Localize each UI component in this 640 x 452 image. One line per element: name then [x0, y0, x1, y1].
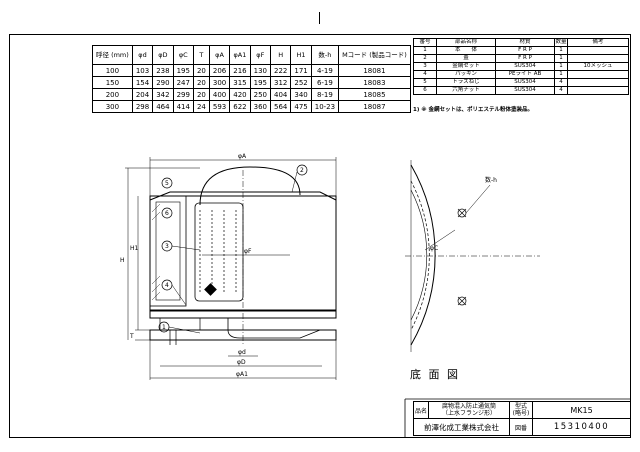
callout-6: 6 [165, 210, 169, 217]
product-sub: （上水フランジ形） [441, 410, 496, 417]
callout-5: 5 [165, 180, 169, 187]
callout-1: 1 [162, 324, 166, 331]
dim-label-H: H [120, 257, 125, 264]
dim-cell: 247 [172, 76, 194, 89]
lid-dome [199, 166, 301, 206]
top-center-mark [319, 12, 320, 24]
title-type-value: MK15 [532, 401, 631, 419]
callout-2: 2 [300, 167, 304, 174]
title-product-name: 腐物混入防止通気筒 （上水フランジ形） [428, 401, 510, 419]
callout-3: 3 [165, 243, 169, 250]
dim-cell: 18087 [338, 100, 411, 113]
title-type-label: 型式 (略号) [509, 401, 533, 419]
dim-label-A1: φA1 [236, 371, 248, 378]
title-name-label: 品名 [413, 401, 429, 419]
title-drawing-no: 15310400 [532, 418, 631, 436]
dim-label-A: φA [238, 153, 247, 160]
bottom-view-label: 底 面 図 [410, 368, 460, 381]
parts-cell-note [567, 86, 629, 95]
dim-label-d: φd [238, 349, 246, 356]
dim-label-H1: H1 [130, 245, 139, 252]
dim-cell: 10-23 [310, 100, 340, 113]
dim-cell: 414 [172, 100, 194, 113]
parts-footnote: 1) ※ 金網セットは、ポリエステル粉体塗装品。 [413, 107, 534, 113]
dim-label-D: φD [237, 359, 246, 366]
dim-label-T: T [129, 333, 134, 340]
title-block: 品名 腐物混入防止通気筒 （上水フランジ形） 型式 (略号) MK15 前澤化成… [413, 401, 631, 436]
dim-label-nh: 数-h [485, 176, 497, 184]
dim-label-F: φF [244, 248, 252, 255]
dim-cell: 564 [269, 100, 292, 113]
dim-cell: 475 [290, 100, 312, 113]
title-company: 前澤化成工業株式会社 [413, 418, 510, 436]
bottom-view-outer-arc [410, 164, 436, 346]
title-drawing-no-label: 図番 [509, 418, 533, 436]
drawing-frame [9, 34, 631, 438]
dim-label-C: φC [430, 245, 438, 252]
callout-4: 4 [165, 282, 169, 289]
product-name: 腐物混入防止通気筒 [441, 403, 496, 410]
